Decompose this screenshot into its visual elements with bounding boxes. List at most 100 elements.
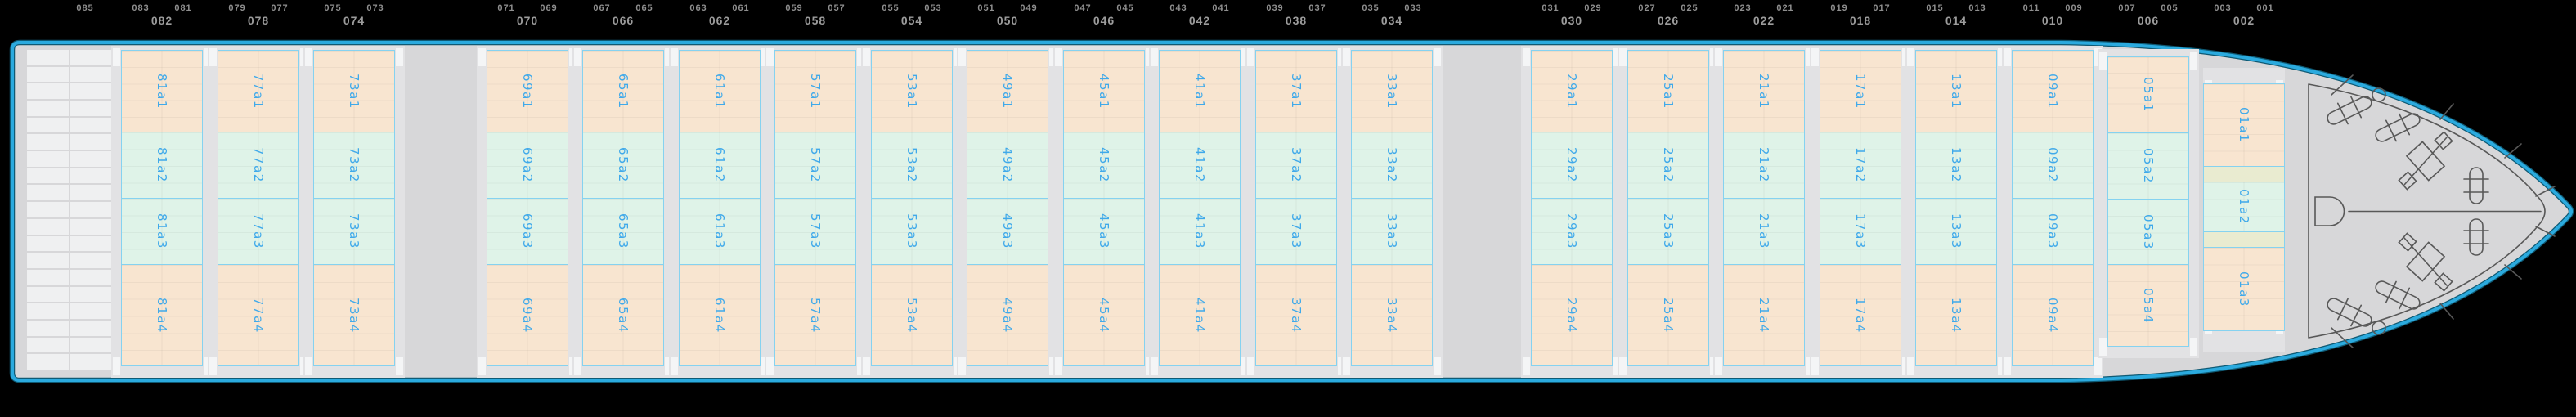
zone-49a4[interactable]: 49a4 xyxy=(967,264,1048,366)
stern-slot-cell[interactable] xyxy=(27,185,69,201)
stern-slot-cell[interactable] xyxy=(70,66,111,83)
stern-slot-cell[interactable] xyxy=(70,185,111,201)
zone-29a4[interactable]: 29a4 xyxy=(1531,264,1613,366)
stern-slot-cell[interactable] xyxy=(70,337,111,353)
stern-slot-cell[interactable] xyxy=(70,303,111,319)
stern-slot-cell[interactable] xyxy=(27,303,69,319)
stern-slot-cell[interactable] xyxy=(27,66,69,83)
zone-13a1[interactable]: 13a1 xyxy=(1915,50,1997,132)
zone-13a4[interactable]: 13a4 xyxy=(1915,264,1997,366)
zone-57a4[interactable]: 57a4 xyxy=(774,264,856,366)
stern-slot-cell[interactable] xyxy=(70,354,111,370)
zone-37a2[interactable]: 37a2 xyxy=(1255,132,1337,199)
zone-49a2[interactable]: 49a2 xyxy=(967,132,1048,199)
zone-09a1[interactable]: 09a1 xyxy=(2012,50,2094,132)
zone-81a2[interactable]: 81a2 xyxy=(121,132,203,199)
stern-slot-cell[interactable] xyxy=(27,286,69,303)
stern-slot-cell[interactable] xyxy=(27,168,69,184)
zone-53a1[interactable]: 53a1 xyxy=(871,50,953,132)
stern-slot-cell[interactable] xyxy=(70,253,111,268)
stern-slot-cell[interactable] xyxy=(70,134,111,150)
zone-45a4[interactable]: 45a4 xyxy=(1063,264,1145,366)
zone-69a1[interactable]: 69a1 xyxy=(487,50,568,132)
zone-69a2[interactable]: 69a2 xyxy=(487,132,568,199)
zone-25a3[interactable]: 25a3 xyxy=(1627,198,1709,265)
zone-41a2[interactable]: 41a2 xyxy=(1159,132,1241,199)
stern-slot-cell[interactable] xyxy=(70,117,111,133)
stern-slot-cell[interactable] xyxy=(27,253,69,268)
zone-33a2[interactable]: 33a2 xyxy=(1351,132,1433,199)
zone-37a4[interactable]: 37a4 xyxy=(1255,264,1337,366)
zone-57a2[interactable]: 57a2 xyxy=(774,132,856,199)
zone-29a3[interactable]: 29a3 xyxy=(1531,198,1613,265)
zone-65a4[interactable]: 65a4 xyxy=(582,264,664,366)
zone-81a4[interactable]: 81a4 xyxy=(121,264,203,366)
stern-slot-cell[interactable] xyxy=(70,168,111,184)
stern-slot-cell[interactable] xyxy=(70,101,111,116)
stern-slot-cell[interactable] xyxy=(27,235,69,252)
zone-81a3[interactable]: 81a3 xyxy=(121,198,203,265)
zone-41a4[interactable]: 41a4 xyxy=(1159,264,1241,366)
zone-73a2[interactable]: 73a2 xyxy=(313,132,395,199)
zone-61a1[interactable]: 61a1 xyxy=(679,50,761,132)
zone-65a3[interactable]: 65a3 xyxy=(582,198,664,265)
zone-77a1[interactable]: 77a1 xyxy=(218,50,299,132)
zone-21a1[interactable]: 21a1 xyxy=(1723,50,1805,132)
zone-17a1[interactable]: 17a1 xyxy=(1820,50,1901,132)
zone-45a2[interactable]: 45a2 xyxy=(1063,132,1145,199)
stern-slot-cell[interactable] xyxy=(27,101,69,116)
zone-41a1[interactable]: 41a1 xyxy=(1159,50,1241,132)
stern-slot-cell[interactable] xyxy=(27,202,69,217)
stern-slot-cell[interactable] xyxy=(70,50,111,65)
stern-slot-cell[interactable] xyxy=(70,235,111,252)
zone-01a2[interactable]: 01a2 xyxy=(2203,182,2285,232)
stern-slot-cell[interactable] xyxy=(27,134,69,150)
zone-45a1[interactable]: 45a1 xyxy=(1063,50,1145,132)
stern-slot-cell[interactable] xyxy=(27,151,69,167)
zone-21a3[interactable]: 21a3 xyxy=(1723,198,1805,265)
stern-slot-cell[interactable] xyxy=(70,286,111,303)
stern-slot-cell[interactable] xyxy=(70,269,111,285)
stern-slot-cell[interactable] xyxy=(27,269,69,285)
stern-slot-cell[interactable] xyxy=(27,50,69,65)
zone-53a2[interactable]: 53a2 xyxy=(871,132,953,199)
zone-09a4[interactable]: 09a4 xyxy=(2012,264,2094,366)
zone-37a3[interactable]: 37a3 xyxy=(1255,198,1337,265)
stern-slot-cell[interactable] xyxy=(27,83,69,100)
zone-05a4[interactable]: 05a4 xyxy=(2107,264,2189,347)
zone-33a4[interactable]: 33a4 xyxy=(1351,264,1433,366)
zone-77a4[interactable]: 77a4 xyxy=(218,264,299,366)
zone-29a1[interactable]: 29a1 xyxy=(1531,50,1613,132)
zone-61a4[interactable]: 61a4 xyxy=(679,264,761,366)
zone-53a3[interactable]: 53a3 xyxy=(871,198,953,265)
zone-13a2[interactable]: 13a2 xyxy=(1915,132,1997,199)
zone-33a3[interactable]: 33a3 xyxy=(1351,198,1433,265)
zone-73a3[interactable]: 73a3 xyxy=(313,198,395,265)
zone-05a2[interactable]: 05a2 xyxy=(2107,132,2189,200)
zone-57a1[interactable]: 57a1 xyxy=(774,50,856,132)
zone-spacer[interactable] xyxy=(2203,166,2285,182)
stern-slot-cell[interactable] xyxy=(27,354,69,370)
zone-37a1[interactable]: 37a1 xyxy=(1255,50,1337,132)
stern-slot-cell[interactable] xyxy=(27,218,69,235)
zone-77a2[interactable]: 77a2 xyxy=(218,132,299,199)
zone-49a1[interactable]: 49a1 xyxy=(967,50,1048,132)
zone-81a1[interactable]: 81a1 xyxy=(121,50,203,132)
zone-65a2[interactable]: 65a2 xyxy=(582,132,664,199)
zone-21a4[interactable]: 21a4 xyxy=(1723,264,1805,366)
zone-01a1[interactable]: 01a1 xyxy=(2203,83,2285,167)
zone-41a3[interactable]: 41a3 xyxy=(1159,198,1241,265)
stern-slot-cell[interactable] xyxy=(70,320,111,336)
zone-09a3[interactable]: 09a3 xyxy=(2012,198,2094,265)
zone-29a2[interactable]: 29a2 xyxy=(1531,132,1613,199)
zone-49a3[interactable]: 49a3 xyxy=(967,198,1048,265)
zone-73a4[interactable]: 73a4 xyxy=(313,264,395,366)
zone-25a4[interactable]: 25a4 xyxy=(1627,264,1709,366)
zone-45a3[interactable]: 45a3 xyxy=(1063,198,1145,265)
zone-17a2[interactable]: 17a2 xyxy=(1820,132,1901,199)
zone-09a2[interactable]: 09a2 xyxy=(2012,132,2094,199)
zone-77a3[interactable]: 77a3 xyxy=(218,198,299,265)
zone-57a3[interactable]: 57a3 xyxy=(774,198,856,265)
stern-slot-cell[interactable] xyxy=(70,83,111,100)
stern-slot-cell[interactable] xyxy=(27,117,69,133)
